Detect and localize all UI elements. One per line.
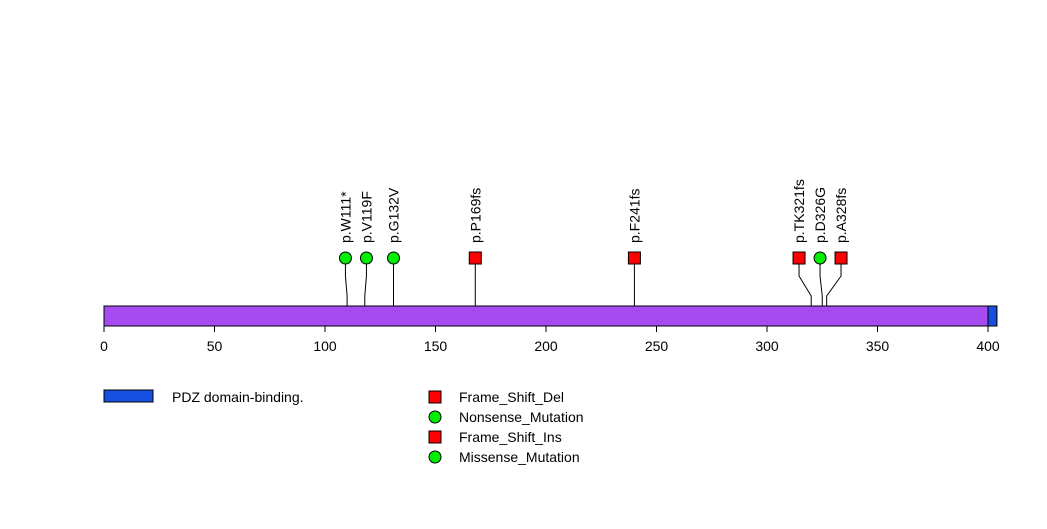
- x-tick-label: 100: [313, 338, 337, 354]
- x-tick-label: 50: [207, 338, 223, 354]
- mutation-label: p.V119F: [358, 191, 374, 243]
- domain-pdz-domain-binding-: [987, 305, 998, 327]
- legend-label: Frame_Shift_Del: [459, 389, 564, 405]
- x-tick-label: 250: [645, 338, 669, 354]
- legend-domain-swatch: [103, 389, 154, 403]
- mutation-label: p.A328fs: [833, 188, 849, 243]
- legend-label: Missense_Mutation: [459, 449, 580, 465]
- mutation-label: p.P169fs: [467, 188, 483, 243]
- legend-marker-square: [428, 390, 442, 404]
- x-tick-label: 400: [976, 338, 1000, 354]
- x-tick-label: 300: [755, 338, 779, 354]
- mutation-marker-circle: [359, 251, 373, 265]
- protein-backbone: [103, 305, 998, 327]
- mutation-marker-square: [468, 251, 482, 265]
- mutation-stem: [364, 258, 367, 306]
- mutation-marker-circle: [338, 251, 352, 265]
- x-tick-label: 150: [424, 338, 448, 354]
- mutation-label: p.G132V: [386, 187, 402, 243]
- x-tick-label: 350: [866, 338, 890, 354]
- x-tick-label: 200: [534, 338, 558, 354]
- legend-domain-label: PDZ domain-binding.: [172, 389, 304, 405]
- mutation-stem: [344, 258, 348, 306]
- legend-marker-square: [428, 430, 442, 444]
- mutation-label: p.D326G: [812, 187, 828, 243]
- legend-marker-circle: [428, 410, 442, 424]
- legend-label: Frame_Shift_Ins: [459, 429, 562, 445]
- legend-marker-circle: [428, 450, 442, 464]
- mutation-stem: [798, 258, 812, 306]
- mutation-marker-square: [627, 251, 641, 265]
- mutation-label: p.F241fs: [626, 189, 642, 243]
- legend-label: Nonsense_Mutation: [459, 409, 584, 425]
- mutation-marker-circle: [813, 251, 827, 265]
- mutation-marker-square: [834, 251, 848, 265]
- mutation-label: p.W111*: [337, 191, 353, 243]
- mutation-marker-circle: [387, 251, 401, 265]
- mutation-marker-square: [792, 251, 806, 265]
- x-tick-label: 0: [100, 338, 108, 354]
- mutation-label: p.TK321fs: [791, 179, 807, 243]
- mutation-stem: [819, 258, 823, 306]
- mutation-stem: [826, 258, 842, 306]
